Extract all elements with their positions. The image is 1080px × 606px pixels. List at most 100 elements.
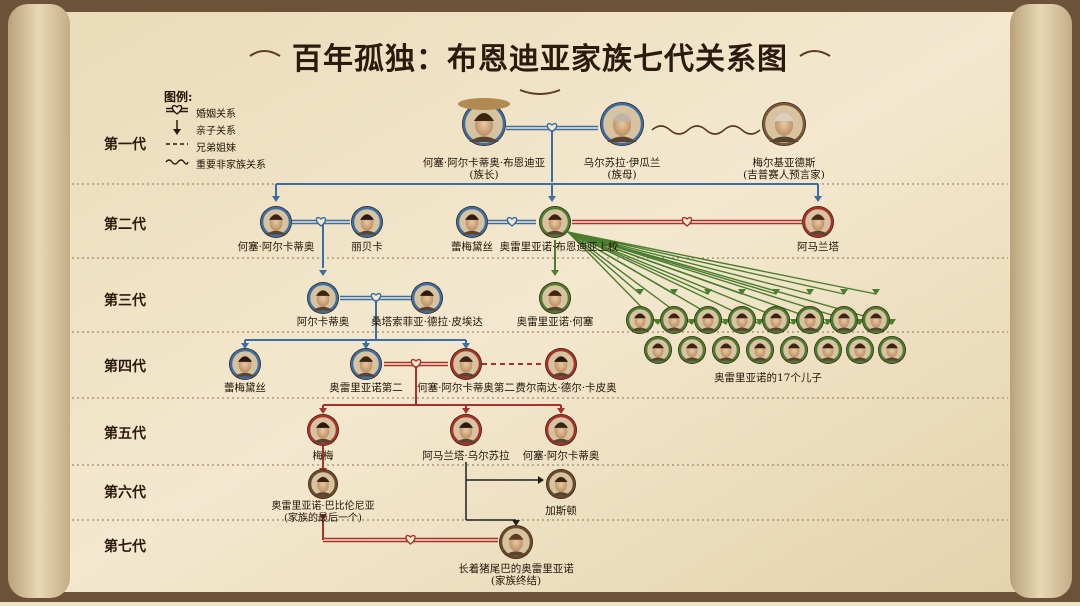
portrait-jose-arcadio-segundo-hair (459, 356, 473, 362)
portrait-son-14-shoulders (819, 357, 837, 361)
marriage-arcadio-santa-sofia-heart-icon (370, 292, 382, 303)
portrait-jose-arcadio-buendia-hair (474, 113, 494, 121)
portrait-son-14-hair (822, 343, 834, 349)
descent-seventeen-sons-7 (567, 231, 877, 295)
legend-title: 图例: (164, 90, 193, 104)
portrait-gaston-hair (554, 476, 568, 483)
generation-label-6: 第六代 (104, 485, 146, 501)
portrait-fernanda-hair (554, 356, 568, 362)
label-aureliano-babilonia: 奥雷里亚诺·巴比伦尼亚(家族的最后一个) (271, 501, 375, 524)
relation-aureliano-amaranta-heart-icon (681, 216, 693, 227)
arrow-gen3-aureliano-jose (551, 270, 559, 276)
label-meme: 梅梅 (312, 450, 334, 462)
portrait-pig-tail-aureliano-shoulders (504, 551, 528, 556)
portrait-remedios-beauty-hair (238, 356, 252, 362)
label-rebeca: 丽贝卡 (351, 241, 383, 253)
arrow-gen5-1 (462, 408, 470, 414)
left-scroll-roll (8, 4, 70, 598)
descent-seventeen-sons-10 (567, 231, 727, 325)
label-aureliano-segundo: 奥雷里亚诺第二 (329, 382, 403, 394)
arrow-seventeen-sons-15 (888, 319, 896, 325)
portrait-son-1-shoulders (631, 327, 649, 331)
arrow-gen2-2 (814, 196, 822, 202)
portrait-son-6-hair (804, 313, 816, 319)
portrait-son-13-hair (788, 343, 800, 349)
arrow-gen7 (512, 520, 520, 526)
portrait-remedios-moscote-shoulders (461, 230, 483, 235)
arrow-seventeen-sons-9 (688, 319, 696, 325)
marriage-gen1-heart-icon (546, 122, 558, 133)
arrow-gaston (538, 476, 544, 484)
portrait-son-1-hair (634, 313, 646, 319)
portrait-son-4-shoulders (733, 327, 751, 331)
legend-parent-child-arrow (173, 129, 181, 135)
descent-seventeen-sons-13 (567, 231, 829, 325)
descent-seventeen-sons-5 (567, 231, 811, 295)
portrait-colonel-aureliano-shoulders (544, 230, 566, 235)
descent-seventeen-sons-2 (567, 231, 709, 295)
label-jose-arcadio-v: 何塞·阿尔卡蒂奥 (522, 450, 600, 462)
portrait-amaranta-shoulders (807, 230, 829, 235)
generation-label-5: 第五代 (104, 426, 146, 442)
portrait-son-4-hair (736, 313, 748, 319)
legend-marriage-symbol-heart-icon (171, 104, 183, 115)
portrait-son-7-shoulders (835, 327, 853, 331)
portrait-aureliano-babilonia-shoulders (313, 492, 333, 496)
label-remedios-moscote: 蕾梅黛丝 (451, 241, 493, 253)
title-flourish (249, 50, 831, 95)
arrow-seventeen-sons-6 (840, 289, 848, 295)
portrait-fernanda-shoulders (550, 372, 572, 377)
portrait-son-12-hair (754, 343, 766, 349)
portrait-jose-arcadio-segundo-shoulders (455, 372, 477, 377)
portrait-son-2-hair (668, 313, 680, 319)
portrait-son-6-shoulders (801, 327, 819, 331)
label-amaranta-ursula: 阿马兰塔·乌尔苏拉 (422, 450, 510, 462)
label-fernanda: 费尔南达·德尔·卡皮奥 (515, 382, 617, 394)
portrait-son-15-shoulders (851, 357, 869, 361)
descent-seventeen-sons-6 (567, 231, 845, 295)
label-arcadio: 阿尔卡蒂奥 (296, 316, 350, 328)
label-aureliano-jose: 奥雷里亚诺·何塞 (516, 316, 594, 328)
portrait-aureliano-segundo-hair (359, 356, 373, 362)
portrait-jose-arcadio-hair (269, 214, 283, 220)
portrait-son-8-hair (870, 313, 882, 319)
arrow-seventeen-sons-10 (722, 319, 730, 325)
portrait-melquiades-hair (774, 113, 794, 121)
legend-non-family-symbol (165, 159, 189, 165)
arrow-seventeen-sons-3 (738, 289, 746, 295)
portrait-gaston-shoulders (551, 492, 571, 496)
arrow-seventeen-sons-0 (636, 289, 644, 295)
descent-seventeen-sons-11 (567, 231, 761, 325)
label-ursula: 乌尔苏拉·伊瓜兰(族母) (583, 157, 661, 181)
legend-parent-child: 亲子关系 (196, 126, 236, 137)
marriage-aureliano-amaranta-ursula-heart-icon (405, 534, 416, 545)
portrait-son-8-shoulders (867, 327, 885, 331)
portrait-son-12-shoulders (751, 357, 769, 361)
label-pig-tail-aureliano: 长着猪尾巴的奥雷里亚诺(家族终结) (458, 563, 574, 587)
arrow-gen4-1 (362, 343, 370, 349)
portrait-son-3-hair (702, 313, 714, 319)
label-melquiades: 梅尔基亚德斯(吉普赛人预言家) (743, 157, 825, 181)
portrait-son-11-hair (720, 343, 732, 349)
arrow-gen3-arcadio (319, 270, 327, 276)
portrait-arcadio-hair (316, 290, 330, 296)
legend-siblings: 兄弟姐妹 (196, 143, 236, 154)
portrait-amaranta-hair (811, 214, 825, 220)
arrow-seventeen-sons-11 (756, 319, 764, 325)
portrait-jose-arcadio-shoulders (265, 230, 287, 235)
portrait-son-9-hair (652, 343, 664, 349)
right-scroll-roll (1010, 4, 1072, 598)
portrait-santa-sofia-shoulders (416, 306, 438, 311)
portrait-son-2-shoulders (665, 327, 683, 331)
portrait-rebeca-hair (360, 214, 374, 220)
generation-label-2: 第二代 (104, 217, 146, 233)
arrow-gen5-0 (319, 408, 327, 414)
portrait-remedios-moscote-hair (465, 214, 479, 220)
portrait-melquiades-shoulders (769, 136, 799, 142)
portrait-santa-sofia-hair (420, 290, 434, 296)
arrow-seventeen-sons-14 (856, 319, 864, 325)
arrow-gen2-0 (272, 196, 280, 202)
arrow-seventeen-sons-1 (670, 289, 678, 295)
